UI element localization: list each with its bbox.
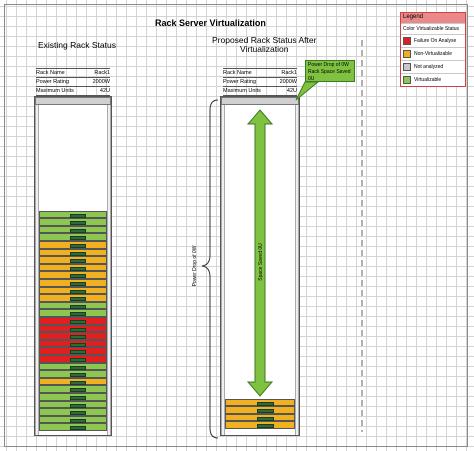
rack-unit-virtualizable bbox=[39, 210, 107, 219]
legend-item: Virtualizable bbox=[401, 73, 465, 86]
rack-unit-failure bbox=[39, 339, 107, 348]
proposed-power-value: 2000W bbox=[279, 79, 297, 85]
rack-unit-failure bbox=[39, 347, 107, 355]
existing-name-value: Rack1 bbox=[94, 70, 110, 76]
rack-unit-non-virtualizable bbox=[225, 398, 295, 407]
existing-name-label: Rack Name bbox=[36, 70, 65, 76]
existing-rack-top bbox=[35, 97, 111, 105]
proposed-heading-line1: Proposed Rack Status After bbox=[212, 35, 317, 45]
legend-item: Failure On Analyse bbox=[401, 34, 465, 47]
legend: Legend Color Virtualizable Status Failur… bbox=[400, 12, 466, 87]
rack-unit-non-virtualizable bbox=[225, 421, 295, 429]
rack-unit-virtualizable bbox=[39, 309, 107, 317]
proposed-power-label: Power Rating bbox=[223, 79, 257, 85]
rack-unit-non-virtualizable bbox=[39, 263, 107, 272]
callout-line1: Power Drop of 0W bbox=[308, 62, 349, 68]
rack-unit-failure bbox=[39, 332, 107, 340]
rack-unit-failure bbox=[39, 324, 107, 333]
proposed-rack-right-rail bbox=[295, 105, 299, 435]
rack-unit-virtualizable bbox=[39, 233, 107, 241]
rack-unit-non-virtualizable bbox=[39, 271, 107, 279]
legend-item: Non-Virtualizable bbox=[401, 47, 465, 60]
existing-units-value: 42U bbox=[99, 88, 110, 94]
existing-power-value: 2000W bbox=[92, 79, 110, 85]
space-saved-arrow bbox=[246, 109, 274, 397]
proposed-rack-top bbox=[221, 97, 299, 105]
rack-unit-virtualizable bbox=[39, 408, 107, 416]
proposed-info-table: Rack Name Rack1 Power Rating 2000W Maximum… bbox=[223, 68, 297, 96]
callout-line2: Rack Space Saved 0U bbox=[308, 69, 351, 82]
proposed-units-value: 42U bbox=[286, 88, 297, 94]
rack-unit-non-virtualizable bbox=[225, 413, 295, 422]
legend-item: Not analyzed bbox=[401, 60, 465, 73]
rack-unit-non-virtualizable bbox=[39, 294, 107, 302]
legend-item-label: Non-Virtualizable bbox=[414, 51, 452, 57]
proposed-heading-line2: Virtualization bbox=[239, 44, 289, 54]
legend-swatch bbox=[403, 37, 411, 45]
proposed-name-label: Rack Name bbox=[223, 70, 252, 76]
rack-unit-virtualizable bbox=[39, 423, 107, 431]
power-drop-brace bbox=[201, 99, 219, 439]
rack-unit-non-virtualizable bbox=[39, 241, 107, 249]
proposed-heading: Proposed Rack Status After Virtualizatio… bbox=[212, 36, 316, 54]
rack-unit-virtualizable bbox=[39, 400, 107, 409]
callout-pointer bbox=[295, 81, 320, 101]
legend-item-label: Virtualizable bbox=[414, 77, 442, 83]
rack-unit-virtualizable bbox=[39, 301, 107, 310]
legend-title: Legend bbox=[401, 13, 465, 23]
rack-unit-non-virtualizable bbox=[225, 406, 295, 414]
proposed-name-value: Rack1 bbox=[281, 70, 297, 76]
existing-rack-left-rail bbox=[35, 105, 39, 435]
rack-unit-non-virtualizable bbox=[39, 248, 107, 257]
rack-unit-non-virtualizable bbox=[39, 256, 107, 264]
rack-unit-virtualizable bbox=[39, 362, 107, 371]
rack-unit-virtualizable bbox=[39, 385, 107, 393]
existing-heading: Existing Rack Status bbox=[38, 40, 116, 50]
rack-unit-non-virtualizable bbox=[39, 286, 107, 295]
rack-unit-non-virtualizable bbox=[39, 279, 107, 287]
rack-unit-failure bbox=[39, 355, 107, 363]
legend-item-label: Failure On Analyse bbox=[414, 38, 457, 44]
existing-rack-right-rail bbox=[107, 105, 111, 435]
page-frame bbox=[4, 4, 468, 447]
savings-callout: Power Drop of 0W Rack Space Saved 0U bbox=[305, 60, 355, 82]
legend-header: Color Virtualizable Status bbox=[401, 23, 465, 34]
power-drop-label: Power Drop of 0W bbox=[192, 245, 198, 286]
rack-unit-virtualizable bbox=[39, 393, 107, 401]
diagram-title: Rack Server Virtualization bbox=[155, 18, 266, 28]
existing-power-label: Power Rating bbox=[36, 79, 70, 85]
existing-units-label: Maximum Units bbox=[36, 88, 74, 94]
legend-swatch bbox=[403, 50, 411, 58]
rack-unit-non-virtualizable bbox=[39, 377, 107, 386]
rack-unit-virtualizable bbox=[39, 218, 107, 226]
existing-rack bbox=[34, 96, 112, 436]
space-saved-label: Space Saved 0U bbox=[258, 243, 264, 281]
legend-swatch bbox=[403, 63, 411, 71]
legend-swatch bbox=[403, 76, 411, 84]
rack-unit-virtualizable bbox=[39, 225, 107, 234]
proposed-units-label: Maximum Units bbox=[223, 88, 261, 94]
rack-unit-virtualizable bbox=[39, 370, 107, 378]
proposed-rack-left-rail bbox=[221, 105, 225, 435]
legend-item-label: Not analyzed bbox=[414, 64, 444, 70]
rack-unit-failure bbox=[39, 317, 107, 325]
existing-info-table: Rack Name Rack1 Power Rating 2000W Maximum… bbox=[36, 68, 110, 96]
rack-unit-virtualizable bbox=[39, 415, 107, 424]
